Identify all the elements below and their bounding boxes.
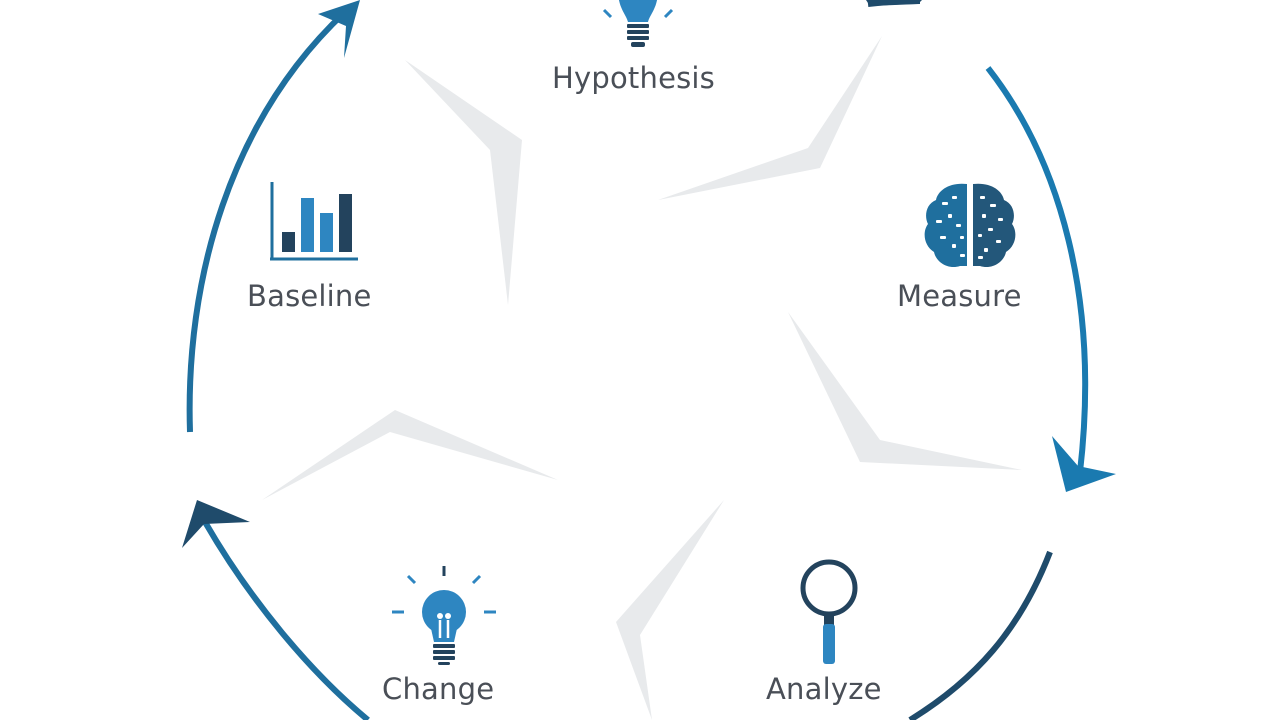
arc-baseline-to-hypothesis: [186, 9, 348, 433]
step-label-change: Change: [382, 672, 495, 706]
step-label-baseline: Baseline: [247, 279, 372, 313]
arc-change-to-baseline: [202, 520, 370, 720]
pinwheel-blade: [788, 312, 1022, 470]
arrowhead-left: [182, 500, 250, 548]
pinwheel: [262, 36, 1022, 720]
arrowhead-top: [318, 0, 360, 58]
arc-analyze-to-change: [908, 550, 1053, 720]
pinwheel-blade: [405, 60, 522, 305]
step-label-hypothesis: Hypothesis: [552, 61, 715, 95]
magnifying-glass-icon: [800, 559, 858, 664]
lightbulb-icon: [392, 566, 496, 665]
lightbulb-icon: [602, 0, 674, 47]
arrowhead-top-right: [866, 0, 922, 6]
arrowhead-right: [1052, 436, 1116, 492]
arc-hypothesis-to-measure: [985, 66, 1089, 473]
pinwheel-blade: [262, 410, 558, 500]
step-label-measure: Measure: [897, 279, 1022, 313]
arrowheads: [182, 0, 1116, 548]
bar-chart-icon: [270, 182, 358, 261]
pinwheel-blade: [616, 500, 724, 720]
brain-icon: [924, 183, 1016, 268]
step-label-analyze: Analyze: [766, 672, 882, 706]
pinwheel-blade: [658, 36, 882, 200]
